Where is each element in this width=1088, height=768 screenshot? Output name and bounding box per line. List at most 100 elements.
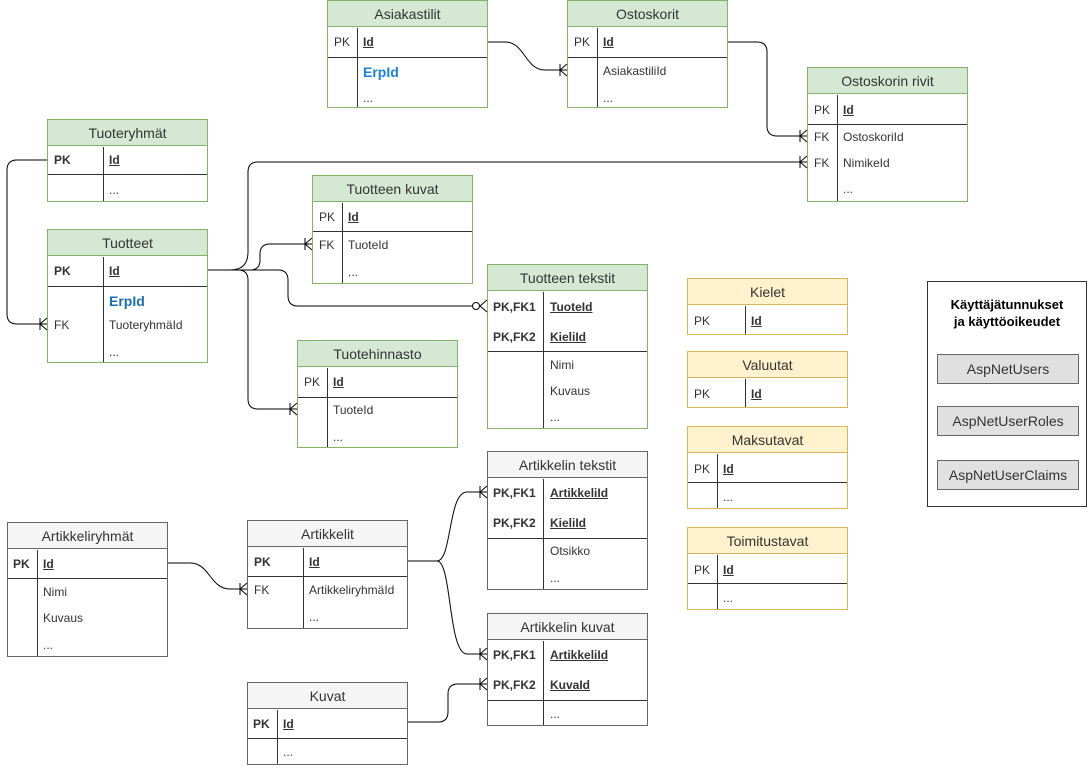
crowfoot-icon (239, 582, 248, 596)
field-name: ... (109, 345, 120, 359)
key-type: PK,FK1 (493, 648, 536, 662)
table-maksutavat[interactable]: Maksutavat PK Id ... (687, 426, 848, 509)
field-name: ArtikkeliId (550, 486, 609, 500)
field-name: Nimi (550, 358, 574, 372)
field-name: ... (723, 490, 734, 504)
field-name: Id (43, 557, 54, 571)
table-tuotteen-tekstit[interactable]: Tuotteen tekstit PK,FK1 TuoteId PK,FK2 K… (487, 264, 648, 429)
field-name: ... (283, 745, 294, 759)
aspnetusers-box[interactable]: AspNetUsers (937, 354, 1079, 384)
aspnetuserroles-box[interactable]: AspNetUserRoles (937, 406, 1079, 436)
key-type: PK (253, 717, 270, 731)
key-type: PK,FK2 (493, 330, 536, 344)
key-type: FK (814, 156, 830, 170)
field-name: NimikeId (843, 156, 890, 170)
crowfoot-icon (289, 402, 298, 416)
key-type: PK (694, 462, 711, 476)
table-artikkelit[interactable]: Artikkelit PK Id FK ArtikkeliryhmäId ... (247, 520, 408, 629)
field-name: KieliId (550, 516, 587, 530)
auth-title-line1: Käyttäjätunnukset (950, 297, 1064, 312)
key-type: PK,FK1 (493, 486, 536, 500)
table-valuutat[interactable]: Valuutat PK Id (687, 351, 848, 408)
key-type: PK (304, 375, 321, 389)
connector-tuotteet-rivit (207, 161, 807, 271)
crowfoot-icon (39, 317, 48, 331)
table-kuvat[interactable]: Kuvat PK Id ... (247, 682, 408, 765)
table-title: Kielet (688, 279, 847, 305)
table-title: Artikkelit (248, 521, 407, 547)
key-type: PK (13, 557, 30, 571)
field-name: Id (751, 387, 762, 401)
field-name: ... (603, 91, 614, 105)
field-name: ... (309, 610, 320, 624)
key-type: PK,FK2 (493, 516, 536, 530)
field-name: TuoteId (348, 238, 389, 252)
field-name: Nimi (43, 585, 67, 599)
connector-tuotteet-tekstit (207, 269, 472, 307)
crowfoot-icon (304, 237, 313, 251)
key-type: PK,FK2 (493, 678, 536, 692)
table-artikkeliryhmat[interactable]: Artikkeliryhmät PK Id Nimi Kuvaus ... (7, 522, 168, 657)
table-tuoteryhmat[interactable]: Tuoteryhmät PK Id ... (47, 119, 208, 202)
field-name: Kuvaus (550, 384, 591, 398)
auth-group-title: Käyttäjätunnukset ja käyttöoikeudet (928, 296, 1086, 330)
crowfoot-icon (799, 129, 808, 143)
table-artikkelin-kuvat[interactable]: Artikkelin kuvat PK,FK1 ArtikkeliId PK,F… (487, 613, 648, 726)
field-name: Id (723, 563, 734, 577)
auth-title-line2: ja käyttöoikeudet (953, 314, 1061, 329)
table-tuotehinnasto[interactable]: Tuotehinnasto PK Id TuoteId ... (297, 340, 458, 448)
table-toimitustavat[interactable]: Toimitustavat PK Id ... (687, 527, 848, 610)
field-name: Id (603, 35, 614, 49)
connector-tuoteryhmat-tuotteet (6, 159, 47, 325)
table-asiakastilit[interactable]: Asiakastilit PK Id ErpId ... (327, 0, 488, 108)
table-title: Artikkeliryhmät (8, 523, 167, 549)
key-type: PK (54, 264, 71, 278)
key-type: PK (694, 314, 711, 328)
field-name: Id (363, 35, 374, 49)
table-title: Tuotehinnasto (298, 341, 457, 367)
table-title: Tuotteen tekstit (488, 265, 647, 291)
field-name: Id (843, 103, 854, 117)
field-name: ... (363, 91, 374, 105)
table-ostoskorin-rivit[interactable]: Ostoskorin rivit PK Id FK OstoskoriId FK… (807, 67, 968, 202)
key-type: PK (319, 210, 336, 224)
table-tuotteen-kuvat[interactable]: Tuotteen kuvat PK Id FK TuoteId ... (312, 175, 473, 284)
field-name: ... (348, 265, 359, 279)
crowfoot-icon (479, 647, 488, 661)
connector-artikkelit-tekstit (407, 491, 487, 562)
field-name: ... (550, 410, 561, 424)
table-title: Tuoteryhmät (48, 120, 207, 146)
table-title: Valuutat (688, 352, 847, 378)
connector-asiakastilit-ostoskorit (487, 41, 567, 71)
field-name: OstoskoriId (843, 130, 904, 144)
key-type: PK (54, 153, 71, 167)
field-name: Id (723, 462, 734, 476)
aspnetuserclaims-box[interactable]: AspNetUserClaims (937, 460, 1079, 490)
field-name: ErpId (109, 293, 145, 309)
field-name: KuvaId (550, 678, 591, 692)
table-ostoskorit[interactable]: Ostoskorit PK Id AsiakastiliId ... (567, 0, 728, 108)
field-name: ErpId (363, 64, 399, 80)
field-name: KieliId (550, 330, 587, 344)
field-name: TuoteId (333, 403, 374, 417)
key-type: PK,FK1 (493, 300, 536, 314)
table-title: Asiakastilit (328, 1, 487, 27)
key-type: PK (334, 35, 351, 49)
key-type: FK (54, 318, 70, 332)
field-name: ... (723, 591, 734, 605)
table-title: Tuotteet (48, 230, 207, 256)
key-type: FK (814, 130, 830, 144)
auth-group[interactable]: Käyttäjätunnukset ja käyttöoikeudet AspN… (927, 281, 1087, 507)
crowfoot-icon (559, 63, 568, 77)
table-title: Ostoskorit (568, 1, 727, 27)
table-artikkelin-tekstit[interactable]: Artikkelin tekstit PK,FK1 ArtikkeliId PK… (487, 451, 648, 590)
table-kielet[interactable]: Kielet PK Id (687, 278, 848, 335)
table-title: Toimitustavat (688, 528, 847, 554)
key-type: PK (694, 563, 711, 577)
key-type: FK (254, 583, 270, 597)
field-name: Id (109, 153, 120, 167)
connector-kuvat-artikkelin-kuvat (407, 683, 487, 723)
key-type: PK (574, 35, 591, 49)
table-tuotteet[interactable]: Tuotteet PK Id ErpId FK TuoteryhmäId ... (47, 229, 208, 363)
